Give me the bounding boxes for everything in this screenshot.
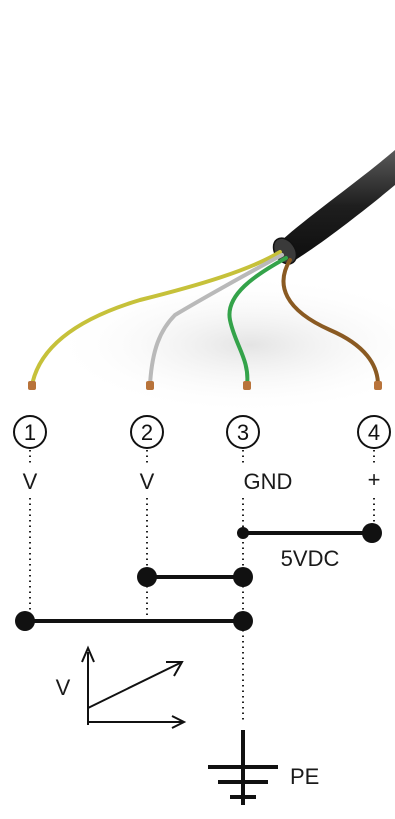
analog-output-graph: V bbox=[56, 645, 187, 729]
cable-shadow bbox=[50, 275, 395, 415]
terminal-4-number: 4 bbox=[368, 420, 380, 445]
graph-v-label: V bbox=[56, 675, 71, 700]
terminal-3-circle bbox=[226, 415, 260, 449]
wire-2 bbox=[148, 253, 284, 387]
terminal-2: 2 V bbox=[130, 415, 164, 494]
terminal-3-number: 3 bbox=[237, 420, 249, 445]
connection-2-3 bbox=[137, 567, 253, 587]
supply-node-gnd bbox=[237, 527, 249, 539]
connection-1-3 bbox=[15, 611, 253, 631]
wire-tip-1 bbox=[28, 381, 36, 390]
terminal-4-circle bbox=[357, 415, 391, 449]
connection-2-3-node-left bbox=[137, 567, 157, 587]
earth-symbol: PE bbox=[208, 730, 319, 805]
connection-1-3-node-right bbox=[233, 611, 253, 631]
terminal-1-circle bbox=[13, 415, 47, 449]
graph-ramp bbox=[87, 662, 181, 709]
wire-1 bbox=[30, 250, 282, 387]
graph-y-arrow bbox=[81, 645, 95, 663]
terminal-3: 3 GND bbox=[226, 415, 293, 494]
graph-ramp-arrow bbox=[166, 661, 184, 677]
terminal-1: 1 V bbox=[13, 415, 47, 494]
earth-label: PE bbox=[290, 764, 319, 789]
supply-connection: 5VDC bbox=[237, 523, 382, 571]
wire-3 bbox=[227, 256, 288, 387]
terminal-1-number: 1 bbox=[24, 420, 36, 445]
terminal-1-label: V bbox=[23, 469, 38, 494]
terminal-3-label: GND bbox=[244, 469, 293, 494]
terminal-2-label: V bbox=[140, 469, 155, 494]
terminal-2-circle bbox=[130, 415, 164, 449]
terminal-4: 4 + bbox=[357, 415, 391, 492]
cable-illustration bbox=[28, 150, 395, 415]
graph-x-arrow bbox=[171, 715, 187, 729]
terminal-4-label: + bbox=[368, 467, 381, 492]
wire-tip-3 bbox=[243, 381, 251, 390]
supply-label: 5VDC bbox=[281, 546, 340, 571]
wire-4 bbox=[281, 258, 380, 387]
wire-tip-4 bbox=[374, 381, 382, 390]
connection-1-3-node-left bbox=[15, 611, 35, 631]
supply-node-plus bbox=[362, 523, 382, 543]
connection-2-3-node-right bbox=[233, 567, 253, 587]
cable-sheath bbox=[282, 150, 395, 262]
terminal-2-number: 2 bbox=[141, 420, 153, 445]
wire-tip-2 bbox=[146, 381, 154, 390]
